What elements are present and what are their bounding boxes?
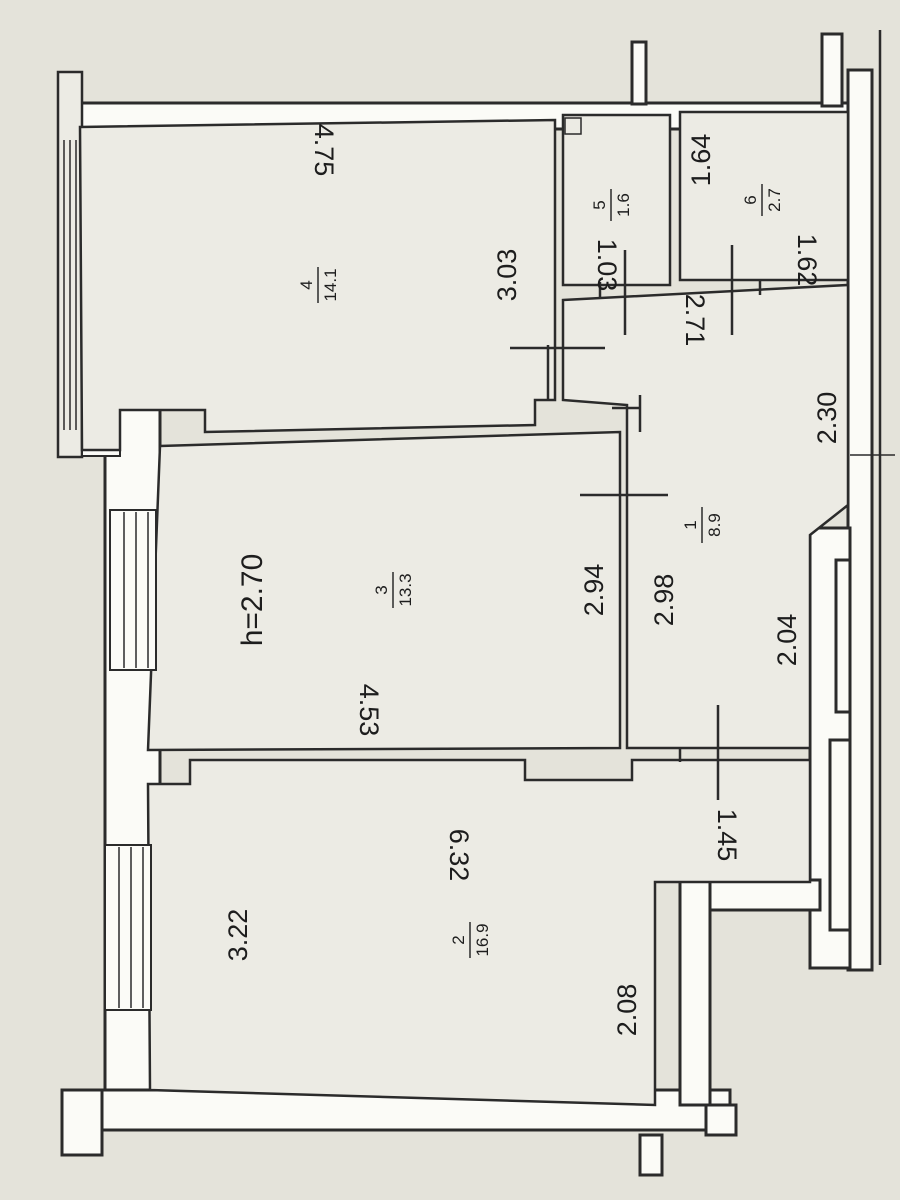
room-6-label: 6 2.7 bbox=[741, 184, 784, 216]
svg-text:14.1: 14.1 bbox=[321, 268, 340, 301]
dim-room4-width: 3.03 bbox=[492, 249, 522, 302]
dim-corridor-len: 2.71 bbox=[680, 294, 710, 347]
room-5-outline bbox=[561, 113, 672, 287]
svg-text:2: 2 bbox=[449, 935, 468, 944]
room-5-label: 5 1.6 bbox=[590, 189, 633, 221]
dim-hall-len-a: 2.98 bbox=[649, 574, 679, 627]
dim-bath-b-width: 1.62 bbox=[792, 234, 822, 287]
room-2-label: 2 16.9 bbox=[449, 922, 492, 958]
dim-room3-width: 2.94 bbox=[579, 564, 609, 617]
svg-text:1.6: 1.6 bbox=[614, 193, 633, 217]
dim-room3-length: 4.53 bbox=[354, 684, 384, 737]
dim-hall-width: 2.30 bbox=[812, 392, 842, 445]
windows bbox=[104, 509, 157, 1011]
right-side-features bbox=[828, 30, 895, 965]
dim-bath-b-length: 1.64 bbox=[686, 134, 716, 187]
room-4-label: 4 14.1 bbox=[297, 267, 340, 303]
svg-text:2.7: 2.7 bbox=[765, 188, 784, 212]
dim-entry-width: 1.45 bbox=[712, 809, 742, 862]
dim-hall-len-b: 2.04 bbox=[772, 614, 802, 667]
svg-text:5: 5 bbox=[590, 200, 609, 209]
svg-text:13.3: 13.3 bbox=[396, 573, 415, 606]
svg-text:4: 4 bbox=[297, 280, 316, 289]
door-openings bbox=[546, 280, 762, 762]
dim-bath-a-width: 1.03 bbox=[592, 239, 622, 292]
dimension-ticks bbox=[510, 245, 734, 800]
room-3-label: 3 13.3 bbox=[372, 572, 415, 608]
ceiling-height: h=2.70 bbox=[236, 554, 269, 647]
room-1-label: 1 8.9 bbox=[681, 507, 724, 543]
svg-text:8.9: 8.9 bbox=[705, 513, 724, 537]
room-6-outline bbox=[678, 110, 850, 282]
balcony bbox=[56, 70, 121, 459]
dim-room2-narrow: 2.08 bbox=[612, 984, 642, 1037]
svg-text:1: 1 bbox=[681, 520, 700, 529]
dim-room2-length: 6.32 bbox=[444, 829, 474, 882]
room-1-outline bbox=[561, 283, 850, 750]
dim-room4-length: 4.75 bbox=[309, 124, 339, 177]
dim-room2-width: 3.22 bbox=[223, 909, 253, 962]
svg-text:6: 6 bbox=[741, 195, 760, 204]
svg-text:3: 3 bbox=[372, 585, 391, 594]
svg-text:16.9: 16.9 bbox=[473, 923, 492, 956]
room-2-outline bbox=[146, 758, 812, 1107]
